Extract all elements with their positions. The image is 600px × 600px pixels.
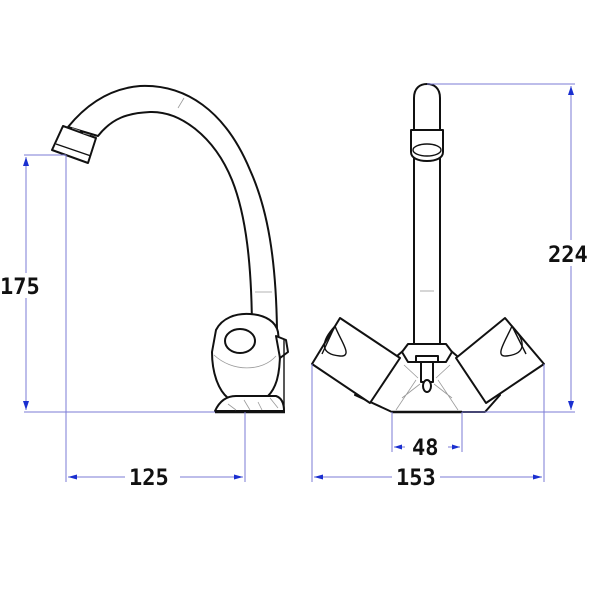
arrowhead (314, 474, 323, 480)
dim-label-base-width: 48 (412, 436, 439, 461)
arrowhead (533, 474, 542, 480)
nozzle-opening (412, 143, 442, 157)
dim-label-spout-height: 175 (0, 275, 40, 300)
valve-tip (422, 379, 432, 393)
side-lever (275, 335, 289, 359)
spout-tube (67, 84, 278, 336)
nozzle-hatch (71, 127, 81, 132)
nozzle-hatch (82, 132, 91, 136)
front-view (311, 83, 545, 414)
arrowhead (23, 157, 29, 166)
right-handle-grip (500, 325, 523, 357)
handle-cap (224, 328, 256, 354)
body-hatch (395, 364, 459, 411)
spout-mark (177, 97, 185, 109)
arrowhead (568, 86, 574, 95)
stem-nozzle (410, 129, 444, 162)
spout-stem (413, 83, 441, 131)
faucet-body (211, 312, 281, 399)
arrowhead (452, 444, 460, 450)
left-handle-edge (321, 325, 336, 355)
hex-nut (401, 343, 453, 363)
arrowhead (23, 401, 29, 410)
dim-label-total-width: 153 (396, 466, 436, 491)
right-handle-edge (511, 325, 527, 355)
nozzle-ring (55, 143, 92, 157)
stem-pipe (413, 149, 441, 345)
arrowhead (234, 474, 243, 480)
dimensions: 175 125 224 48 153 (0, 83, 588, 491)
body-seam (213, 354, 277, 369)
valve-cap (415, 355, 439, 363)
right-handle (455, 317, 545, 404)
arrowhead (68, 474, 77, 480)
side-view (51, 84, 289, 414)
base-hatch (227, 397, 279, 411)
dim-label-total-height: 224 (548, 243, 588, 268)
dim-label-spout-reach: 125 (129, 466, 169, 491)
arrowhead (394, 444, 402, 450)
left-handle (311, 317, 401, 404)
left-handle-grip (323, 325, 347, 357)
arrowhead (568, 401, 574, 410)
